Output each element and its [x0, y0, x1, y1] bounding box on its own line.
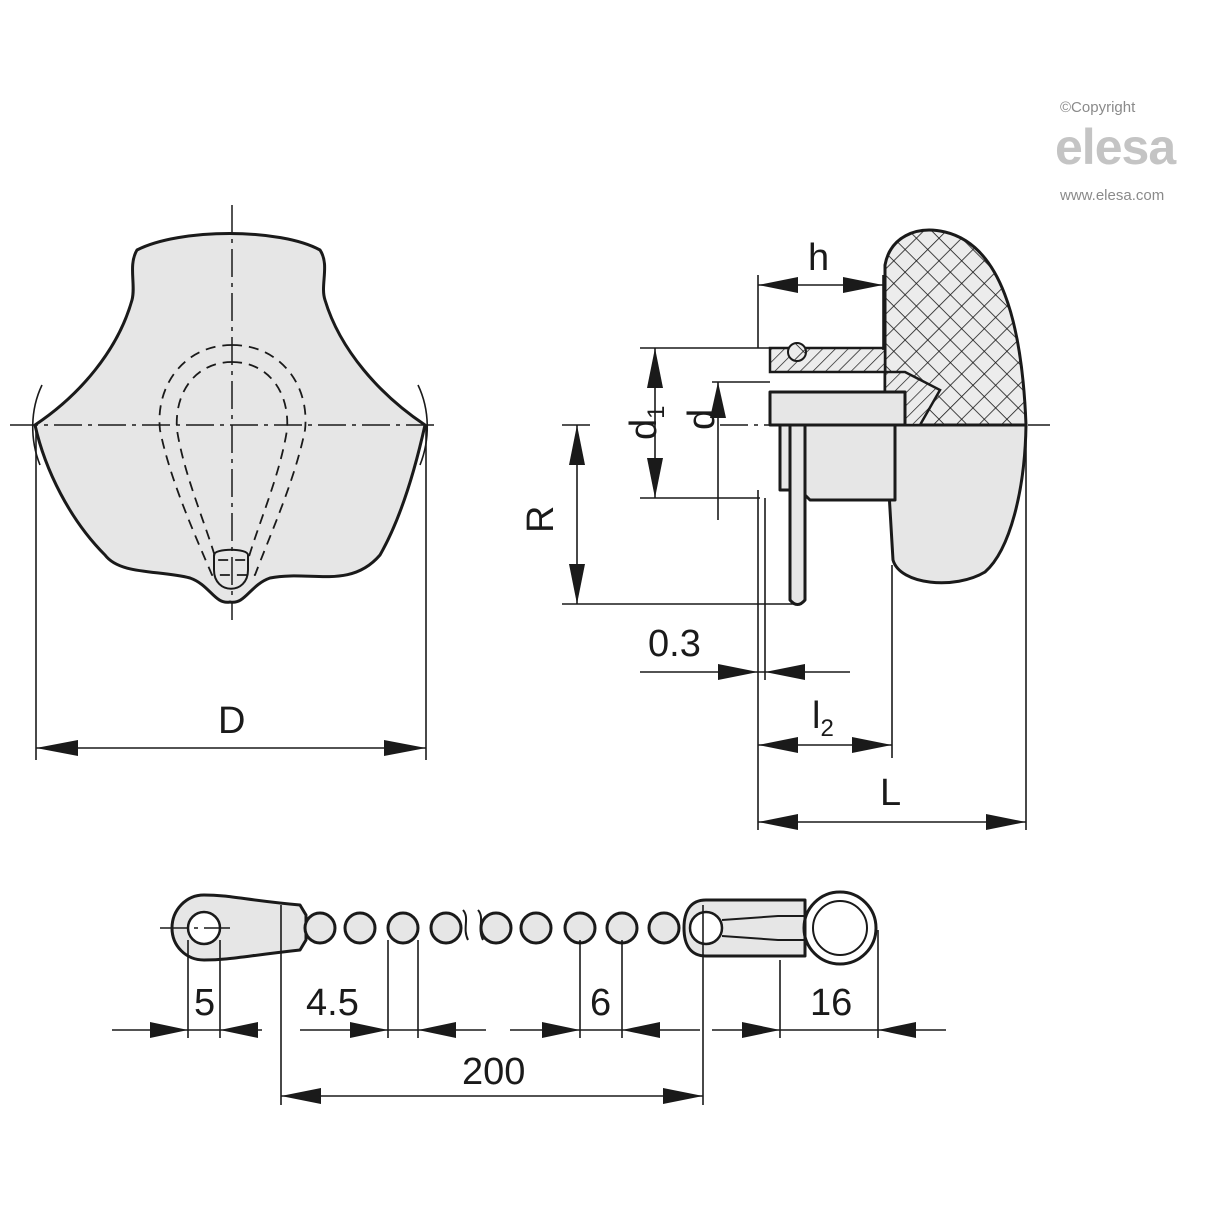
label-l2: l2	[812, 695, 834, 742]
connector-slot	[721, 915, 805, 941]
knob-head-section	[883, 228, 1028, 427]
arrowhead	[843, 277, 883, 293]
knob-front-outline	[33, 232, 427, 604]
arrowhead	[418, 1022, 456, 1038]
label-ring-16: 16	[810, 982, 852, 1024]
arrowhead	[718, 664, 758, 680]
plug-body	[768, 390, 907, 427]
arrowhead	[281, 1088, 321, 1104]
arrowhead	[878, 1022, 916, 1038]
brand-url: www.elesa.com	[1059, 187, 1164, 204]
chain-ball	[519, 911, 553, 945]
label-h: h	[808, 237, 829, 279]
label-gap: 0.3	[648, 623, 701, 665]
shank-lower	[778, 423, 897, 502]
label-pitch-6: 6	[590, 982, 611, 1024]
label-d: d	[681, 409, 723, 430]
arrowhead	[647, 458, 663, 498]
arrowhead	[150, 1022, 188, 1038]
copyright-text: ©Copyright	[1060, 99, 1136, 116]
recess-inner	[175, 361, 289, 561]
front-view: D	[10, 205, 440, 760]
brand-name: elesa	[1055, 119, 1177, 175]
label-pitch-45: 4.5	[306, 982, 359, 1024]
arrowhead	[622, 1022, 660, 1038]
arrowhead	[758, 737, 798, 753]
ball-chain-view: 5 4.5 6 16 200	[112, 890, 946, 1105]
arrowhead	[542, 1022, 580, 1038]
chain-ball	[479, 911, 513, 945]
chain-ball	[343, 911, 377, 945]
arrowhead	[350, 1022, 388, 1038]
arrowhead	[852, 737, 892, 753]
connector-eye	[688, 910, 724, 946]
recess-outer	[158, 344, 307, 576]
label-length-200: 200	[462, 1051, 525, 1093]
arrowhead	[569, 564, 585, 604]
arrowhead	[569, 425, 585, 465]
recess-slot	[213, 548, 249, 590]
arrowhead	[765, 664, 805, 680]
side-view: h d1 d R 0.3 l2	[520, 228, 1050, 830]
arrowhead	[758, 277, 798, 293]
arrowhead	[742, 1022, 780, 1038]
arrowhead	[36, 740, 78, 756]
chain-ball	[647, 911, 681, 945]
chain-ball	[303, 911, 337, 945]
chain-ball	[429, 911, 463, 945]
arrowhead	[663, 1088, 703, 1104]
arrowhead	[986, 814, 1026, 830]
arrowhead	[384, 740, 426, 756]
label-eye-5: 5	[194, 982, 215, 1024]
arrowhead	[220, 1022, 258, 1038]
label-R: R	[520, 506, 562, 533]
knob-head-lower	[883, 423, 1028, 585]
arrowhead	[758, 814, 798, 830]
envelope-arc-right	[417, 384, 429, 466]
brand-logo: ©Copyright elesa www.elesa.com	[1055, 99, 1178, 204]
arrowhead	[710, 382, 726, 418]
chain-ball	[563, 911, 597, 945]
label-L: L	[880, 772, 901, 814]
arrowhead	[647, 348, 663, 388]
split-ring-inner	[812, 900, 868, 956]
label-d1: d1	[623, 406, 670, 441]
detent-ball	[787, 342, 807, 362]
split-ring-outer	[802, 890, 878, 966]
envelope-arc-left	[31, 384, 43, 466]
chain-ball	[605, 911, 639, 945]
label-D: D	[218, 700, 245, 742]
chain-ball	[386, 911, 420, 945]
pin	[788, 423, 807, 606]
